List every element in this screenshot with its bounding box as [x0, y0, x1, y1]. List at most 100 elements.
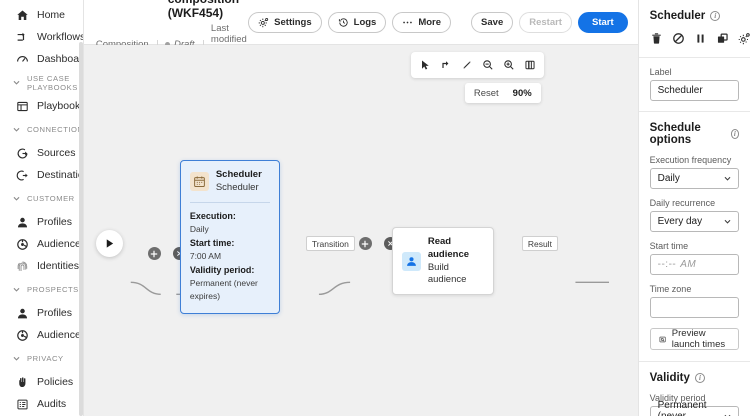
duplicate-icon[interactable] [716, 31, 729, 46]
playbooks-icon [16, 100, 29, 113]
label-input[interactable]: Scheduler [649, 80, 739, 101]
execution-frequency-select[interactable]: Daily [649, 168, 739, 189]
plus-icon [151, 250, 158, 257]
audits-icon [16, 398, 29, 411]
start-time-input[interactable]: --:-- AM [649, 254, 739, 275]
label-field-label: Label [649, 67, 672, 77]
validity-period-select[interactable]: Permanent (never expires) [649, 400, 739, 416]
sidebar-scrollbar[interactable] [78, 42, 83, 416]
panel-node-section: Scheduler i [639, 0, 750, 57]
daily-recurrence-select[interactable]: Every day [649, 211, 739, 232]
chevron-down-icon [724, 414, 731, 416]
sidebar-item-workflows[interactable]: Workflows [0, 26, 83, 48]
sidebar-item-identities[interactable]: Identities [0, 255, 83, 277]
chip-result[interactable]: Result [521, 236, 558, 251]
sidebar-item-label: Profiles [37, 216, 73, 228]
workflows-icon [16, 31, 29, 44]
zoom-in-icon[interactable] [499, 55, 519, 75]
panel-node-title-row: Scheduler i [650, 10, 739, 22]
sidebar-item-profiles[interactable]: Profiles [0, 302, 83, 324]
node-scheduler-title: Scheduler [215, 169, 262, 180]
start-button[interactable]: Start [577, 11, 628, 33]
pause-icon[interactable] [694, 31, 707, 46]
zoom-level-label: 90% [512, 87, 532, 99]
sidebar-item-label: Audits [37, 398, 67, 410]
connector-icon[interactable] [436, 55, 456, 75]
panel-node-title: Scheduler [649, 10, 706, 22]
time-zone-label: Time zone [649, 284, 692, 294]
page-header: Audiences > New composition (WKF454) Com… [83, 0, 638, 67]
node-scheduler[interactable]: Scheduler Scheduler Execution: Daily Sta… [179, 160, 280, 315]
sidebar-item-audits[interactable]: Audits [0, 393, 83, 415]
save-button[interactable]: Save [471, 11, 514, 33]
more-label: More [418, 16, 442, 28]
delete-icon[interactable] [650, 31, 663, 46]
save-label: Save [481, 16, 504, 28]
home-icon [16, 9, 29, 22]
sidebar-item-home[interactable]: Home [0, 4, 83, 26]
info-icon[interactable]: i [710, 11, 721, 21]
gear-icon [258, 17, 269, 27]
history-clock-icon [338, 17, 348, 27]
daily-recurrence-label: Daily recurrence [649, 198, 716, 208]
panel-validity-section: Validity i Validity period Permanent (ne… [639, 362, 750, 416]
add-step-button[interactable] [147, 247, 161, 260]
sidebar-item-policies[interactable]: Policies [0, 371, 83, 393]
sidebar-item-label: Identities [37, 260, 80, 272]
preview-launch-times-label: Preview launch times [671, 328, 726, 350]
validity-title-row: Validity i [650, 372, 739, 384]
sidebar-item-dashboards[interactable]: Dashboards [0, 48, 83, 70]
sidebar-item-sources[interactable]: Sources [0, 142, 83, 164]
node-read-audience[interactable]: Read audience Build audience [391, 227, 494, 296]
chip-transition[interactable]: Transition [305, 236, 355, 251]
sidebar-section-use-case-playbooks[interactable]: USE CASE PLAYBOOKS [0, 70, 83, 95]
sidebar-section-label: PROSPECTS [27, 285, 79, 294]
sidebar-item-playbooks[interactable]: Playbooks [0, 95, 83, 117]
sidebar-item-audiences[interactable]: Audiences [0, 324, 83, 346]
zoom-reset-button[interactable]: Reset [473, 87, 499, 99]
audiences-icon [16, 238, 29, 251]
time-zone-input[interactable] [649, 297, 739, 318]
execution-frequency-value: Daily [657, 173, 680, 184]
plus-icon [362, 240, 369, 247]
sidebar: HomeWorkflowsDashboardsUSE CASE PLAYBOOK… [0, 0, 84, 416]
more-dots-icon [403, 21, 413, 23]
settings-button[interactable]: Settings [248, 11, 322, 33]
sidebar-item-label: Playbooks [37, 100, 84, 112]
detail-value: Permanent (never expires) [189, 278, 258, 301]
sidebar-item-profiles[interactable]: Profiles [0, 211, 83, 233]
settings-icon[interactable] [738, 31, 750, 46]
flow-nodes: Scheduler Scheduler Execution: Daily Sta… [84, 45, 638, 416]
more-button[interactable]: More [392, 11, 452, 33]
sidebar-section-privacy[interactable]: PRIVACY [0, 346, 83, 371]
sidebar-section-connections[interactable]: CONNECTIONS [0, 117, 83, 142]
panel-schedule-section: Schedule options i Execution frequency D… [639, 112, 750, 350]
start-node[interactable] [95, 230, 123, 257]
audiences-icon [16, 329, 29, 342]
workflow-canvas[interactable]: Scheduler Scheduler Execution: Daily Sta… [83, 45, 638, 416]
sidebar-item-destinations[interactable]: Destinations [0, 164, 83, 186]
zoom-to-selection-icon[interactable] [457, 55, 477, 75]
disable-icon[interactable] [672, 31, 685, 46]
validity-period-value: Permanent (never expires) [657, 400, 707, 416]
zoom-out-icon[interactable] [478, 55, 498, 75]
sidebar-section-customer[interactable]: CUSTOMER [0, 186, 83, 211]
destinations-icon [16, 169, 29, 182]
composition-type-label: Composition [96, 39, 149, 50]
preview-launch-times-button[interactable]: Preview launch times [649, 328, 739, 350]
restart-label: Restart [529, 16, 562, 28]
info-icon[interactable]: i [694, 373, 705, 383]
node-scheduler-header: Scheduler Scheduler [181, 161, 279, 202]
info-icon[interactable]: i [730, 129, 739, 139]
logs-button[interactable]: Logs [327, 11, 387, 33]
select-cursor-icon[interactable] [415, 55, 435, 75]
start-time-placeholder: --:-- [657, 259, 677, 270]
page-title: New composition (WKF454) [167, 0, 239, 20]
sidebar-item-label: Profiles [37, 307, 73, 319]
restart-button[interactable]: Restart [519, 11, 572, 33]
add-step-button[interactable] [358, 237, 372, 250]
fit-to-page-icon[interactable] [520, 55, 540, 75]
sidebar-item-audiences[interactable]: Audiences [0, 233, 83, 255]
sidebar-section-prospects[interactable]: PROSPECTS [0, 277, 83, 302]
sidebar-item-label: Audiences [37, 329, 84, 341]
